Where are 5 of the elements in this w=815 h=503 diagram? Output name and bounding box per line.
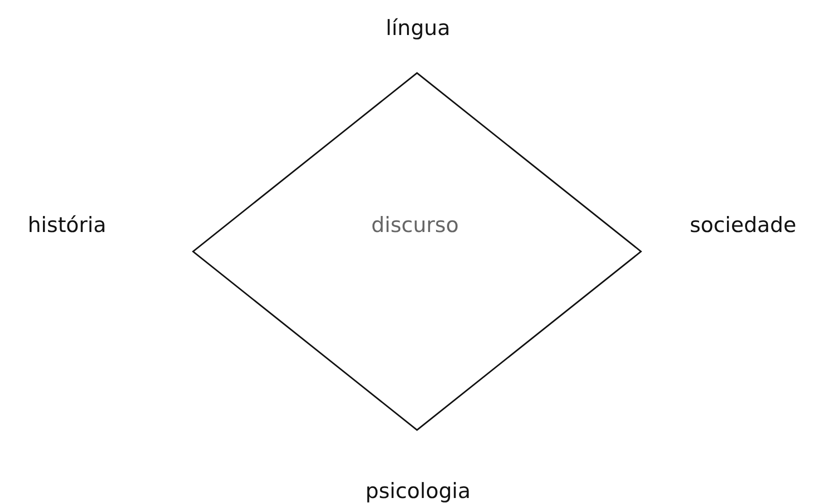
vertex-label: sociedade bbox=[690, 213, 796, 237]
vertex-label: história bbox=[28, 213, 106, 237]
node-label: discurso bbox=[371, 213, 459, 237]
vertex-label: língua bbox=[386, 16, 450, 40]
vertex-label: psicologia bbox=[365, 479, 471, 503]
